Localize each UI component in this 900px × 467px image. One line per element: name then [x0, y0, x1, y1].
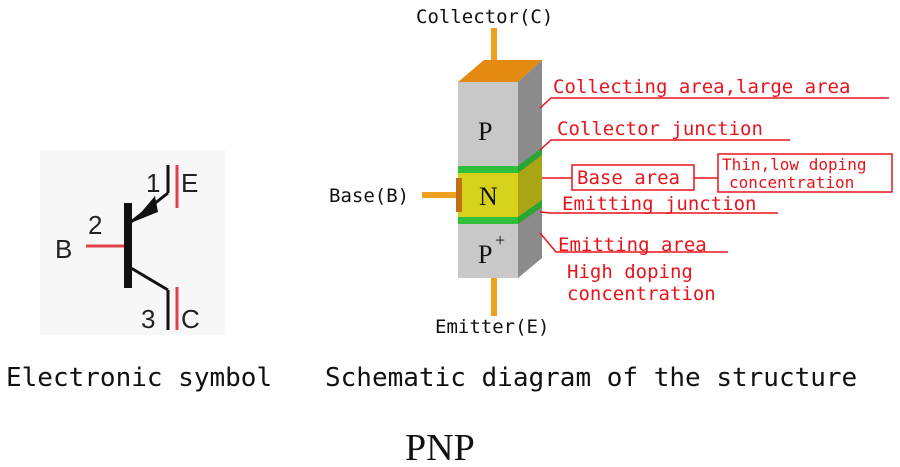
emitting-junction-side [518, 200, 542, 224]
base-contact [456, 178, 462, 212]
callout-collecting-area: Collecting area,large area [553, 76, 850, 98]
base-terminal-label: Base(B) [329, 185, 409, 207]
callout-line-collecting-area [539, 97, 889, 109]
symbol-background [40, 150, 225, 335]
emitter-terminal-lead [491, 278, 497, 316]
base-note-box [717, 153, 893, 193]
emitter-letter: E [181, 168, 198, 198]
callout-emitting-area: Emitting area [558, 234, 707, 256]
layer-bottom-label: P [478, 240, 492, 269]
layer-middle-side [518, 155, 542, 217]
collector-junction-side [518, 148, 542, 173]
base-letter: B [55, 234, 72, 264]
pin1-label: 1 [146, 168, 160, 198]
layer-bottom-p [458, 224, 518, 278]
collector-terminal-label: Collector(C) [416, 6, 553, 28]
collector-line [130, 266, 169, 292]
structure-caption: Schematic diagram of the structure [325, 363, 857, 393]
pin3-label: 3 [141, 304, 155, 334]
collector-letter: C [181, 304, 200, 334]
callout-collector-junction: Collector junction [557, 118, 763, 140]
callout-emitting-note-line2: concentration [567, 283, 716, 305]
diagram-title: PNP [405, 427, 475, 467]
layer-bottom-sup: + [495, 230, 505, 250]
callout-line-emitting-junction [539, 211, 778, 214]
callout-base-area: Base area [577, 167, 680, 189]
structure-diagram: P N P + Collector(C) Base(B) Emitter(E) … [329, 6, 893, 338]
base-bar [124, 203, 132, 288]
layer-top-label: P [478, 117, 492, 146]
emitting-junction-band [458, 217, 518, 224]
callout-line-collector-junction [539, 139, 790, 151]
callout-emitting-junction: Emitting junction [562, 193, 756, 215]
callout-base-note-line1: Thin,low doping [722, 155, 867, 174]
emitter-terminal-label: Emitter(E) [435, 316, 549, 338]
base-terminal-lead [422, 192, 458, 198]
emitter-arrow [133, 196, 158, 222]
callout-base-note-line2: concentration [729, 173, 854, 192]
layer-middle-n [458, 173, 518, 217]
collector-junction-band [458, 166, 518, 173]
pin2-label: 2 [88, 210, 102, 240]
electronic-symbol: 1 E 2 B 3 C [40, 150, 225, 335]
layer-top-p [458, 82, 518, 168]
callout-emitting-note-line1: High doping [567, 261, 693, 283]
callout-line-emitting-area [539, 232, 728, 253]
collector-terminal-lead [491, 28, 497, 62]
symbol-caption: Electronic symbol [6, 363, 272, 393]
block-top-cap [458, 60, 542, 82]
layer-middle-label: N [479, 182, 498, 211]
